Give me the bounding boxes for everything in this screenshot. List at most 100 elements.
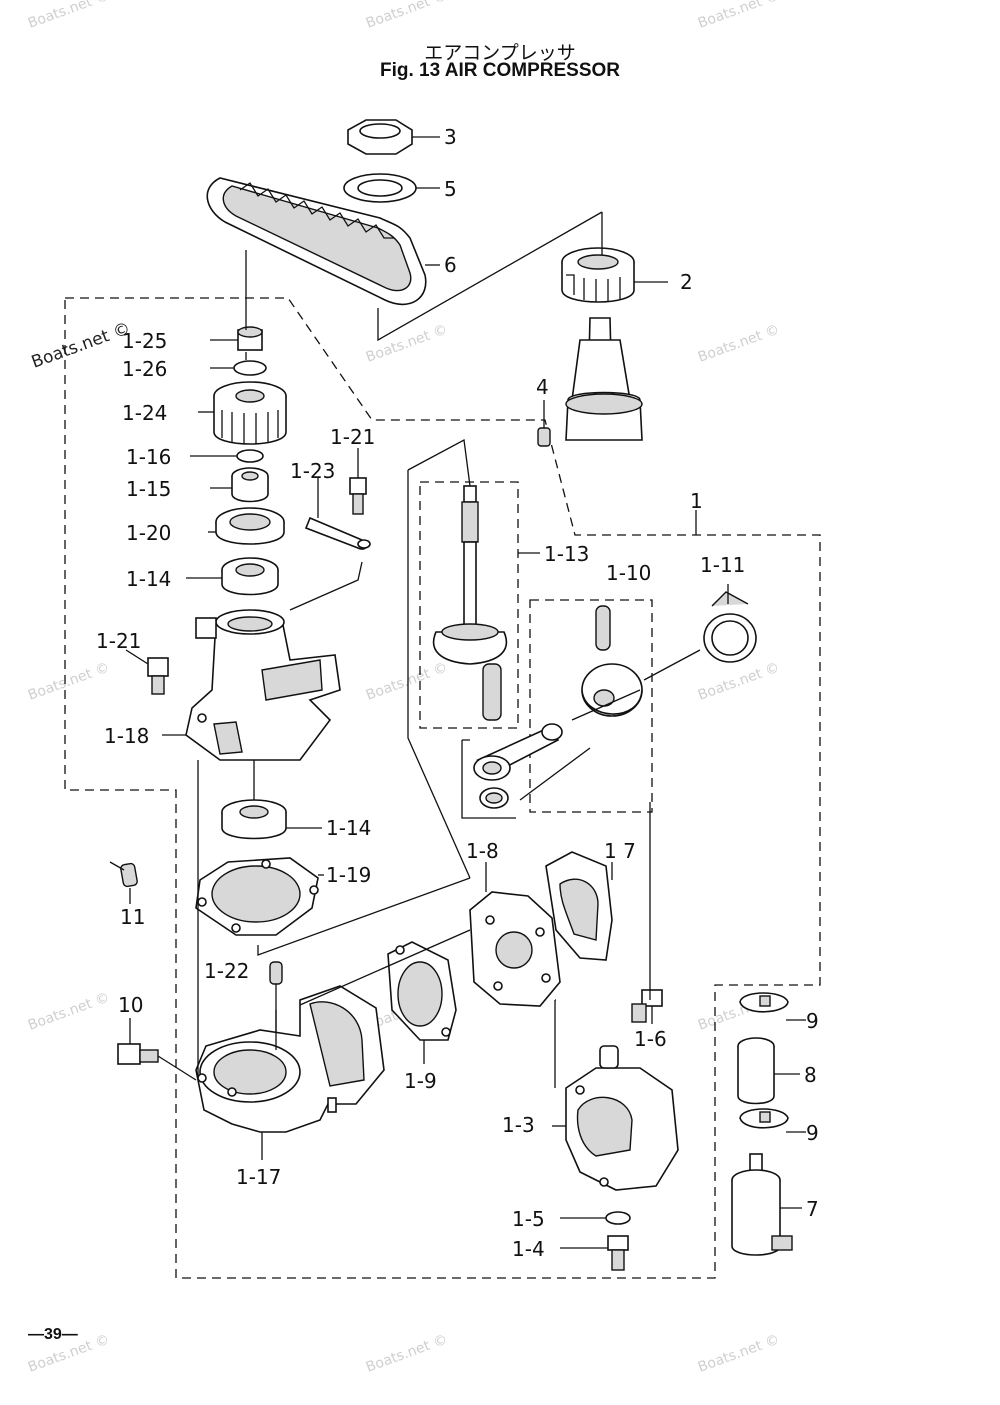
callout-6: 6 (444, 253, 457, 277)
callout-1-21-lower: 1-21 (96, 629, 141, 653)
figure-title: Fig. 13 AIR COMPRESSOR (380, 60, 620, 81)
callout-4: 4 (536, 375, 549, 399)
callout-10: 10 (118, 993, 143, 1017)
callout-1-21-upper: 1-21 (330, 425, 375, 449)
callout-1-15: 1-15 (126, 477, 171, 501)
part-4-key (537, 400, 551, 447)
callout-1-9: 1-9 (404, 1069, 437, 1093)
part-1-13-crankshaft (432, 485, 540, 721)
callout-1-4: 1-4 (512, 1237, 545, 1261)
part-1-18-housing (162, 609, 341, 761)
callout-1-16: 1-16 (126, 445, 171, 469)
leader-column-1-17 (197, 760, 277, 1078)
watermark: Boats.net © (26, 660, 112, 704)
part-1-14-bearing-lower (221, 760, 322, 840)
watermarks: Boats.net © Boats.net © Boats.net © Boat… (26, 0, 782, 1376)
part-1-23-bracket (289, 478, 371, 611)
part-8-hose (737, 1037, 800, 1105)
callout-1-11: 1-11 (700, 553, 745, 577)
callout-1-24: 1-24 (122, 401, 167, 425)
callout-5: 5 (444, 177, 457, 201)
part-10-bolt (117, 1018, 197, 1081)
part-1-20-oil-seal (208, 507, 285, 545)
crankshaft-group-boundary (419, 481, 519, 729)
part-1-6-fitting (631, 989, 663, 1024)
callout-1-10: 1-10 (606, 561, 651, 585)
compressor-shaft-housing (565, 317, 643, 441)
callout-1-23: 1-23 (290, 459, 335, 483)
callout-1: 1 (690, 489, 703, 513)
part-1-7-valve-gasket (545, 851, 613, 961)
part-needle-bearing (479, 787, 509, 809)
part-1-24-gear (198, 381, 287, 445)
callout-9-lower: 9 (806, 1121, 819, 1145)
leader-1-9-plate (299, 929, 471, 1006)
callout-1-14-upper: 1-14 (126, 567, 171, 591)
watermark: Boats.net © (696, 322, 782, 366)
callout-7: 7 (806, 1197, 819, 1221)
watermark-prominent: Boats.net © (29, 318, 133, 372)
part-1-11-piston-ring (643, 584, 757, 681)
part-1-5-washer (560, 1211, 631, 1225)
part-1-15-collar (210, 467, 269, 503)
part-1-8-valve-plate (469, 862, 561, 1007)
callout-1-17: 1-17 (236, 1165, 281, 1189)
part-6-timing-belt (206, 177, 440, 306)
part-3-nut (347, 119, 440, 155)
callout-labels: 3 5 6 2 4 1 1-25 1-26 1-24 1-16 1-15 1-2… (96, 125, 819, 1261)
subassembly-boundary-upper (64, 297, 821, 1279)
part-7-filter (731, 1153, 802, 1256)
callout-1-26: 1-26 (122, 357, 167, 381)
callout-3: 3 (444, 125, 457, 149)
part-1-21-bolt-lower (125, 649, 169, 695)
callout-11: 11 (120, 905, 145, 929)
watermark: Boats.net © (26, 0, 112, 32)
watermark: Boats.net © (364, 660, 450, 704)
part-9-clip-lower (739, 1108, 806, 1133)
part-1-16-ring (190, 449, 264, 463)
callout-1-3: 1-3 (502, 1113, 535, 1137)
watermark: Boats.net © (696, 0, 782, 32)
part-9-clip-upper (739, 992, 806, 1021)
watermark: Boats.net © (364, 1332, 450, 1376)
callout-1-7: 1 7 (604, 839, 636, 863)
part-connecting-rod (473, 723, 563, 781)
leader-1-10-bracket (461, 689, 641, 819)
watermark: Boats.net © (26, 990, 112, 1034)
leader-1-13-shaft (407, 438, 471, 487)
page-number: —39— (28, 1326, 78, 1343)
callout-1-14-lower: 1-14 (326, 816, 371, 840)
callout-2: 2 (680, 270, 693, 294)
part-1-17-cylinder (195, 985, 385, 1160)
callout-1-20: 1-20 (126, 521, 171, 545)
part-5-washer (343, 173, 440, 203)
assembly-boundaries (64, 297, 821, 1279)
callout-1-13: 1-13 (544, 542, 589, 566)
callout-1-25: 1-25 (122, 329, 167, 353)
callout-1-8: 1-8 (466, 839, 499, 863)
part-1-10-piston (581, 605, 643, 717)
part-1-9-gasket (387, 941, 457, 1064)
watermark: Boats.net © (364, 322, 450, 366)
callout-1-5: 1-5 (512, 1207, 545, 1231)
leader-1-19-to-1-9 (257, 470, 471, 956)
watermark: Boats.net © (364, 0, 450, 32)
part-11-dowel-pin (109, 861, 138, 904)
part-1-21-bolt-upper (349, 448, 367, 515)
callout-1-19: 1-19 (326, 863, 371, 887)
callout-1-6: 1-6 (634, 1027, 667, 1051)
watermark: Boats.net © (696, 1332, 782, 1376)
part-1-14-bearing-upper (186, 557, 279, 596)
leader-2-belt (377, 211, 603, 342)
callout-8: 8 (804, 1063, 817, 1087)
callout-9-upper: 9 (806, 1009, 819, 1033)
callout-1-22: 1-22 (204, 959, 249, 983)
part-1-19-gasket (195, 857, 324, 936)
part-1-22-dowel-pin (269, 961, 283, 1050)
part-1-26-washer (210, 360, 267, 376)
part-1-4-fitting (560, 1235, 629, 1271)
part-1-25-nut (210, 326, 263, 351)
watermark: Boats.net © (696, 660, 782, 704)
figure-title-japanese: エアコンプレッサ (424, 42, 576, 64)
